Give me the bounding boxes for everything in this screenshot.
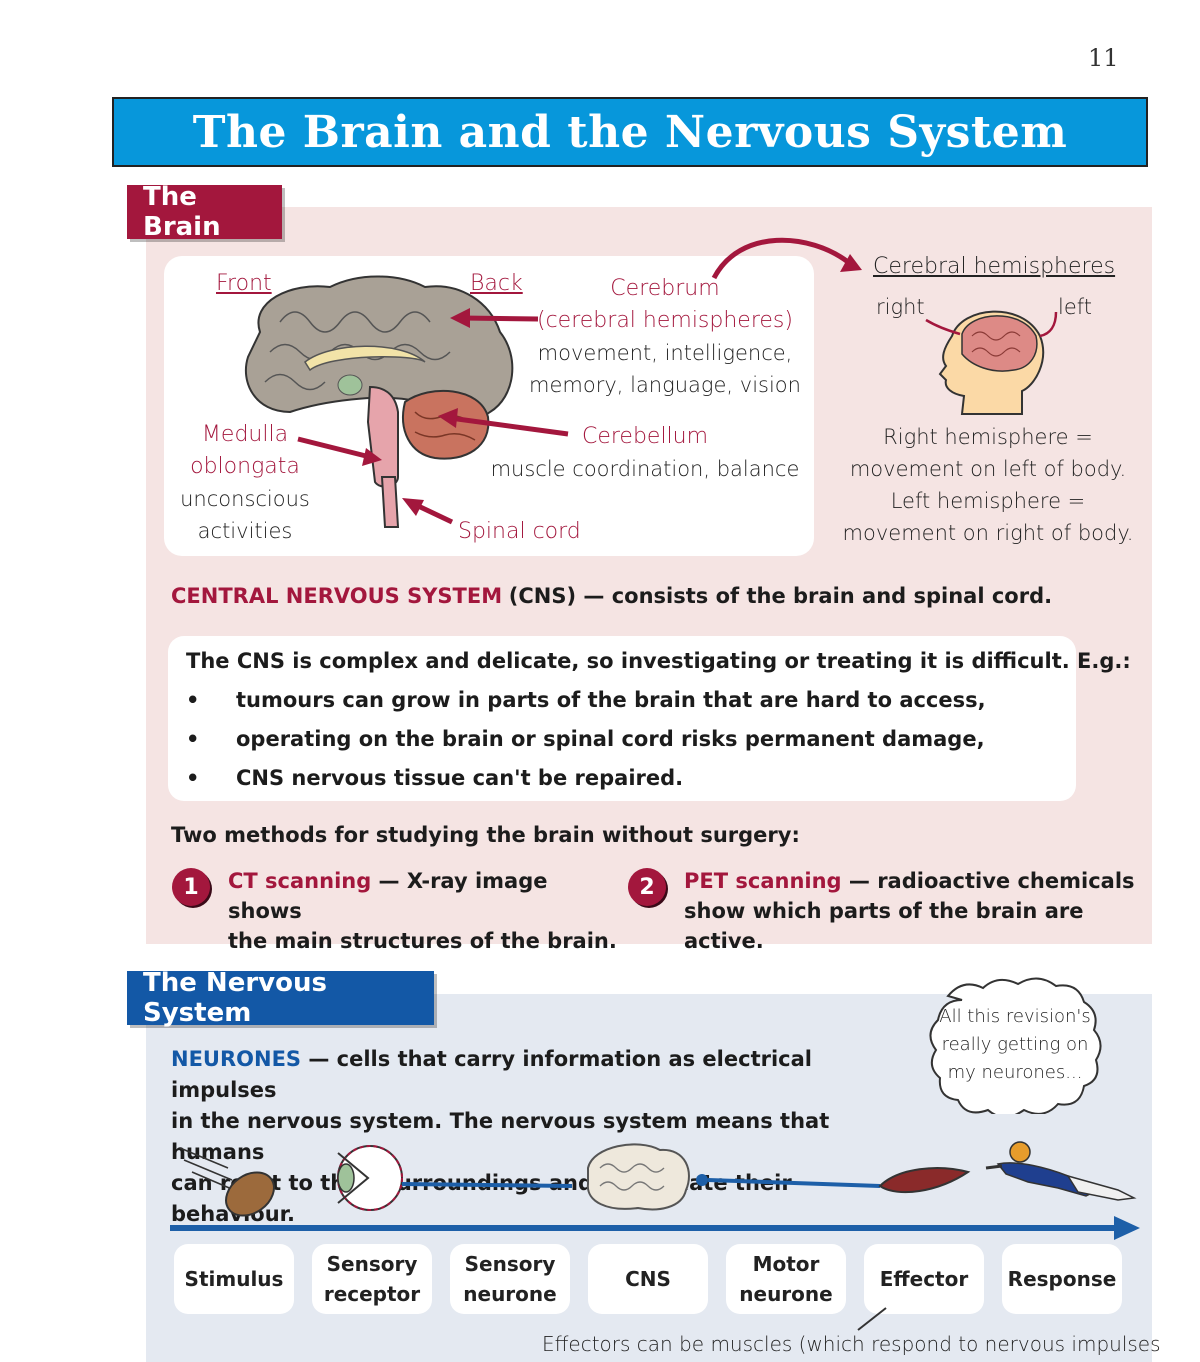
effector-pointer-line [857, 1307, 887, 1331]
hemispheres-line-3: Left hemisphere = [890, 489, 1086, 513]
hemispheres-line-4: movement on right of body. [842, 521, 1134, 545]
medulla-shape [366, 385, 399, 488]
sensory-neurone-line [401, 1182, 573, 1188]
medulla-function-1: unconscious [180, 487, 310, 511]
flow-effector: Effector [864, 1244, 984, 1314]
thought-line-2: really getting on [941, 1034, 1089, 1055]
page-title-banner: The Brain and the Nervous System [112, 97, 1148, 167]
nervous-pathway-illustration [170, 1141, 1140, 1240]
muscle-effector-icon [878, 1167, 971, 1194]
cns-bullet-3: CNS nervous tissue can't be repaired. [236, 766, 684, 790]
bullet-1: • [186, 688, 200, 712]
eye-receptor-icon [337, 1145, 403, 1211]
method-2-text: PET scanning — radioactive chemicals sho… [684, 866, 1144, 956]
cns-definition-text: (CNS) — consists of the brain and spinal… [508, 584, 1053, 608]
hemispheres-line-2: movement on left of body. [849, 457, 1127, 481]
hemisphere-left-label: left [1058, 295, 1093, 319]
neurones-line-2: in the nervous system. The nervous syste… [171, 1109, 830, 1164]
cns-bullet-2: operating on the brain or spinal cord ri… [236, 727, 985, 751]
cns-bullet-1: tumours can grow in parts of the brain t… [236, 688, 986, 712]
thought-line-1: All this revision's [939, 1006, 1091, 1027]
medulla-label-group: Medulla oblongata unconscious activities [170, 419, 320, 547]
method-2-line-2: show which parts of the brain are active… [684, 899, 1084, 953]
pathway-arrow-head [1114, 1216, 1140, 1240]
cerebrum-function-1: movement, intelligence, [537, 341, 793, 365]
medulla-label-2: oblongata [190, 454, 300, 479]
hemisphere-right-label: right [876, 295, 925, 319]
flow-stimulus: Stimulus [174, 1244, 294, 1314]
effector-note: Effectors can be muscles (which respond … [542, 1332, 1161, 1356]
method-2-line-1: — radioactive chemicals [841, 869, 1135, 893]
hemispheres-heading: Cerebral hemispheres [873, 254, 1116, 279]
football-stimulus-icon [179, 1147, 275, 1217]
nervous-section-tab-label: The Nervous System [143, 968, 327, 1028]
back-label: Back [470, 271, 523, 296]
motor-neurone-line [707, 1178, 881, 1188]
neurones-line-1: — cells that carry information as electr… [171, 1047, 812, 1102]
spinal-cord-label: Spinal cord [458, 519, 581, 544]
bullet-2: • [186, 727, 200, 751]
brain-illustration [244, 275, 569, 528]
nervous-section-tab: The Nervous System [127, 968, 434, 1028]
thought-cloud-icon [929, 977, 1102, 1114]
brain-section-tab: The Brain [127, 182, 282, 242]
method-1-text: CT scanning — X-ray image shows the main… [228, 866, 618, 956]
medulla-function-2: activities [197, 519, 293, 543]
cns-box-intro: The CNS is complex and delicate, so inve… [186, 649, 1131, 673]
page-number: 11 [1088, 44, 1119, 72]
cns-definition: CENTRAL NERVOUS SYSTEM (CNS) — consists … [171, 584, 1052, 608]
cerebrum-label: Cerebrum [610, 276, 720, 301]
medulla-label-1: Medulla [201, 422, 289, 447]
thought-cloud-text: All this revision's really getting on my… [932, 1003, 1098, 1087]
bullet-3: • [186, 766, 200, 790]
neurones-term: NEURONES [171, 1047, 302, 1071]
method-1-line-2: the main structures of the brain. [228, 929, 617, 953]
method-2-name: PET scanning [684, 869, 842, 893]
brain-section-tab-label: The Brain [143, 182, 221, 242]
cns-term: CENTRAL NERVOUS SYSTEM [171, 584, 503, 608]
cerebellum-shape [402, 389, 490, 460]
method-2-badge: 2 [628, 868, 666, 906]
cerebrum-alt-label: (cerebral hemispheres) [537, 308, 793, 333]
cerebrum-label-group: Cerebrum (cerebral hemispheres) movement… [520, 273, 810, 401]
curved-arrow-icon [711, 237, 862, 280]
cerebellum-label-group: Cerebellum muscle coordination, balance [480, 421, 810, 485]
corpus-callosum-shape [304, 345, 426, 372]
motor-neurone-cell-body [696, 1174, 708, 1186]
spinal-cord-shape [380, 476, 400, 528]
flow-response: Response [1002, 1244, 1122, 1314]
thalamus-shape [337, 374, 363, 396]
hemispheres-explanation: Right hemisphere = movement on left of b… [830, 421, 1146, 549]
cns-difficulty-box [168, 636, 1076, 801]
method-1-badge: 1 [172, 868, 210, 906]
cns-brain-icon [586, 1143, 690, 1211]
hemispheres-line-1: Right hemisphere = [883, 425, 1093, 449]
head-with-brain-icon [925, 310, 1058, 415]
cerebellum-function: muscle coordination, balance [490, 457, 800, 481]
diving-player-response-icon [985, 1141, 1137, 1201]
method-1-name: CT scanning [228, 869, 372, 893]
cerebellum-label: Cerebellum [581, 424, 709, 449]
flow-cns: CNS [588, 1244, 708, 1314]
cerebrum-function-2: memory, language, vision [529, 373, 801, 397]
methods-intro: Two methods for studying the brain witho… [171, 823, 800, 847]
thought-line-3: my neurones... [947, 1062, 1083, 1083]
method-1-line-1: — X-ray image shows [228, 869, 548, 923]
front-label: Front [216, 271, 272, 296]
page-title: The Brain and the Nervous System [192, 106, 1068, 158]
diagram-arrows [297, 308, 569, 525]
